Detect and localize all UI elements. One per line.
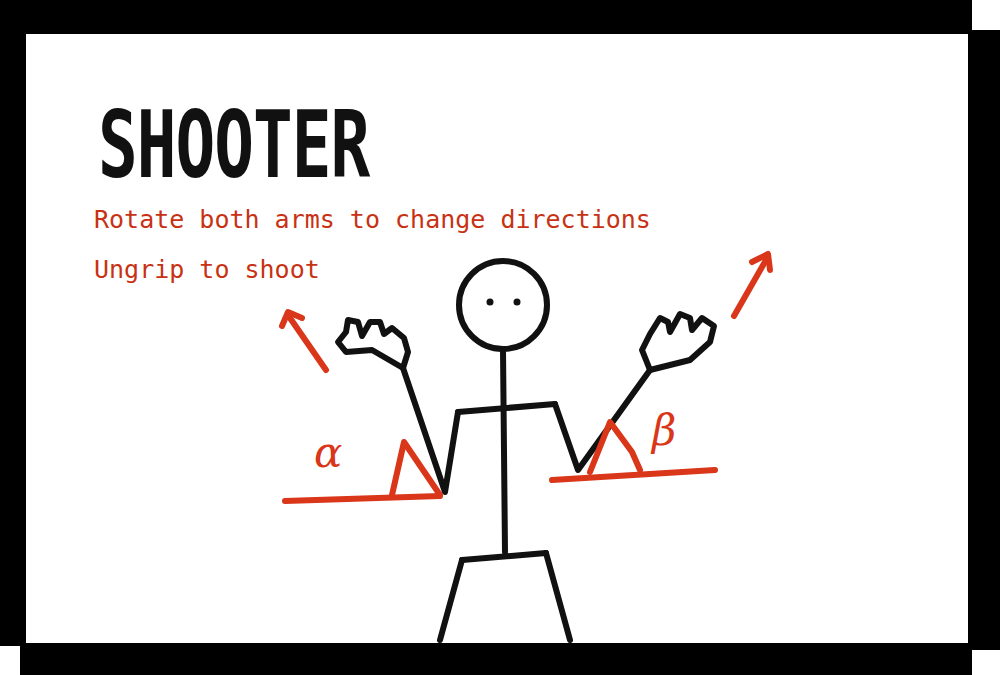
stick-figure xyxy=(338,261,714,640)
eye xyxy=(487,299,494,306)
frame-bar xyxy=(968,30,1000,650)
angle-label: α xyxy=(314,432,342,474)
frame-bar xyxy=(0,30,26,646)
frame-bar xyxy=(20,643,972,675)
eye xyxy=(514,299,521,306)
angle-markings xyxy=(282,254,770,501)
title-text: SHOOTER xyxy=(98,100,369,192)
instruction-text: Rotate both arms to change directions xyxy=(94,207,651,232)
instruction-text: Ungrip to shoot xyxy=(94,257,320,282)
angle-label: β xyxy=(652,410,676,452)
frame-bar xyxy=(0,0,972,34)
